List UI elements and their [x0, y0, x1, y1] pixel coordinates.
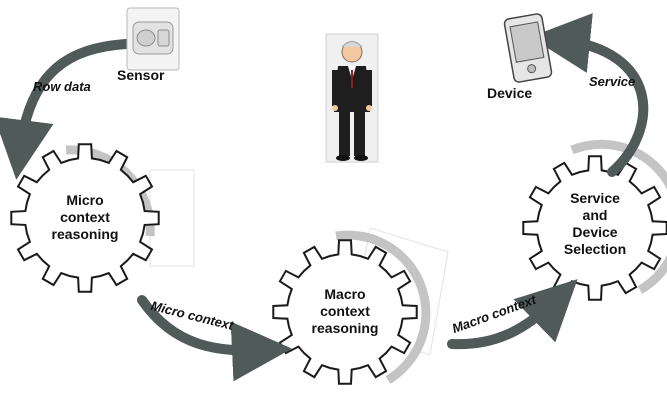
service-gear-rotation-arc [570, 139, 667, 294]
device-label: Device [487, 85, 533, 101]
macro-gear-caption: Macro context reasoning [300, 286, 390, 337]
row-data-flow-arrow [0, 39, 131, 180]
micro-gear-shape [10, 143, 160, 293]
handheld-device-icon [503, 13, 553, 83]
macro-gear-shape [272, 239, 418, 385]
macro-gear-line-3: reasoning [311, 320, 379, 336]
elderly-person-icon [325, 33, 379, 163]
macro-gear-rotation-arc [335, 230, 431, 384]
micro-context-flow-arrow [137, 295, 292, 382]
service-gear-shape [522, 155, 667, 301]
service-gear-caption: Service and Device Selection [547, 190, 643, 258]
micro-gear-line-1: Micro [66, 192, 104, 208]
service-label: Service [589, 74, 636, 89]
macro-gear-line-2: context [320, 303, 370, 319]
micro-gear-caption: Micro context reasoning [40, 192, 130, 243]
service-gear-line-3: Device [572, 224, 618, 240]
sensor-label: Sensor [117, 67, 165, 83]
gear-layer [10, 143, 667, 385]
macro-context-flow-arrow [447, 279, 578, 350]
macro-gear-line-1: Macro [324, 286, 366, 302]
motion-sensor-icon [126, 7, 180, 71]
micro-gear-line-3: reasoning [51, 226, 119, 242]
service-gear-line-4: Selection [563, 241, 627, 257]
service-gear-line-2: and [582, 207, 608, 223]
service-gear-line-1: Service [570, 190, 620, 206]
row-data-label: Row data [33, 79, 91, 94]
micro-gear-line-2: context [60, 209, 110, 225]
service-flow-arrow [530, 13, 649, 177]
